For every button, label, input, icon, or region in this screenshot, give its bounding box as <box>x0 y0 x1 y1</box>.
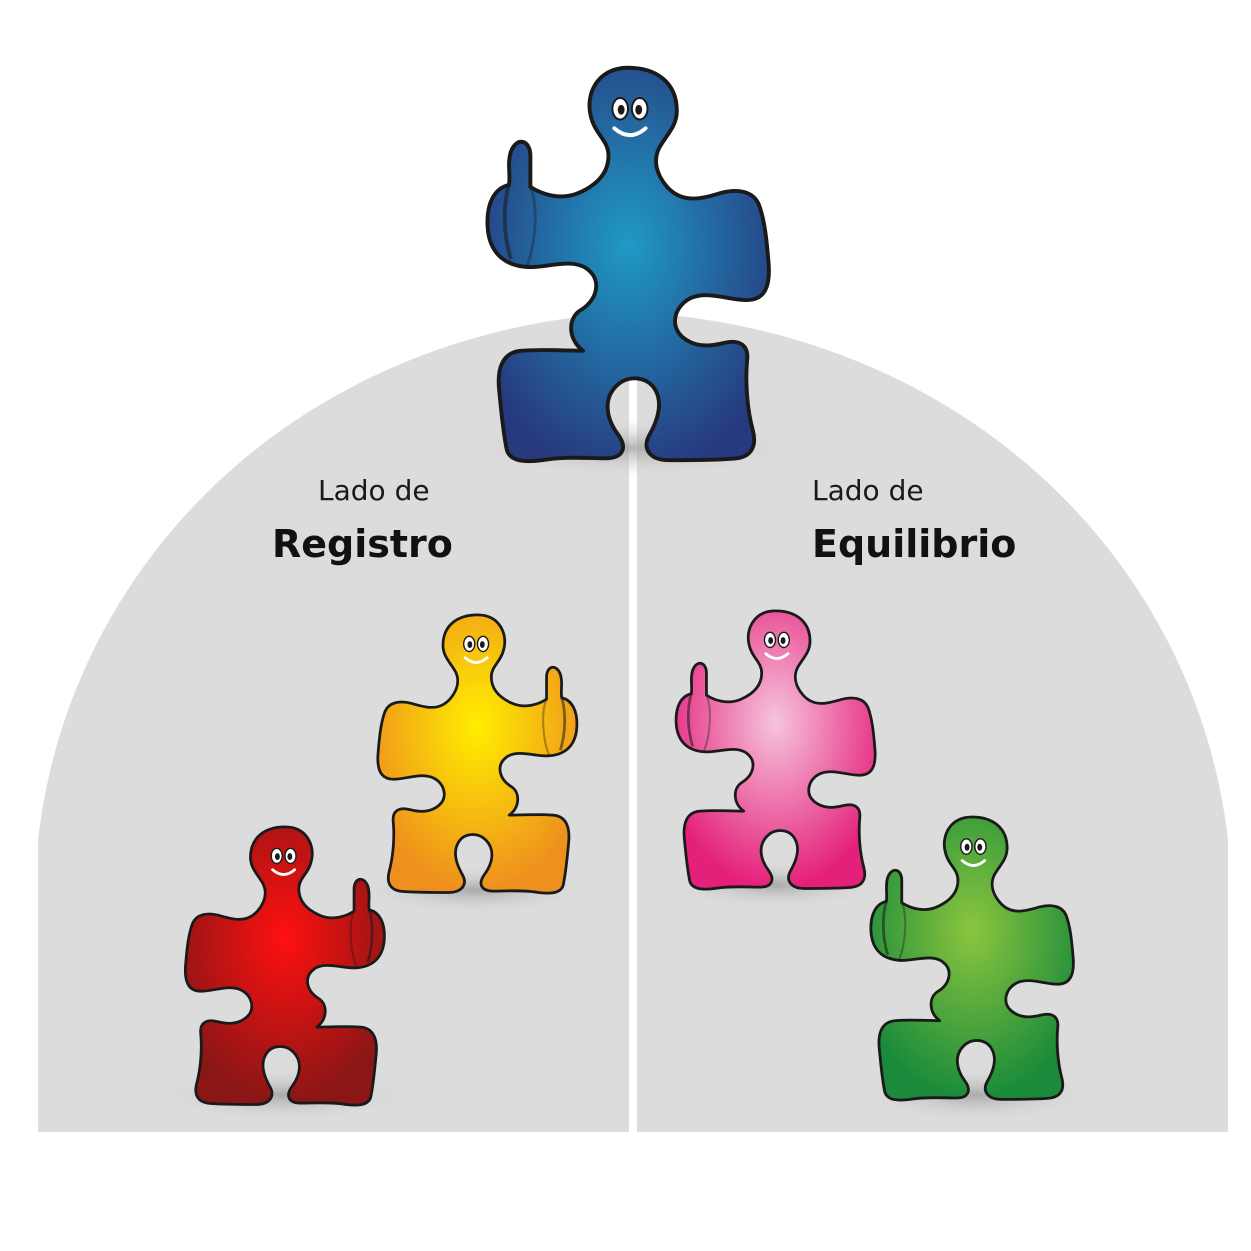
red-shadow <box>155 1067 415 1123</box>
right-label-line1: Lado de <box>812 474 924 507</box>
right-label-line2: Equilibrio <box>812 522 1016 566</box>
center-divider <box>629 340 637 1132</box>
left-label-line2: Registro <box>272 522 453 566</box>
left-label-line1: Lado de <box>318 474 430 507</box>
